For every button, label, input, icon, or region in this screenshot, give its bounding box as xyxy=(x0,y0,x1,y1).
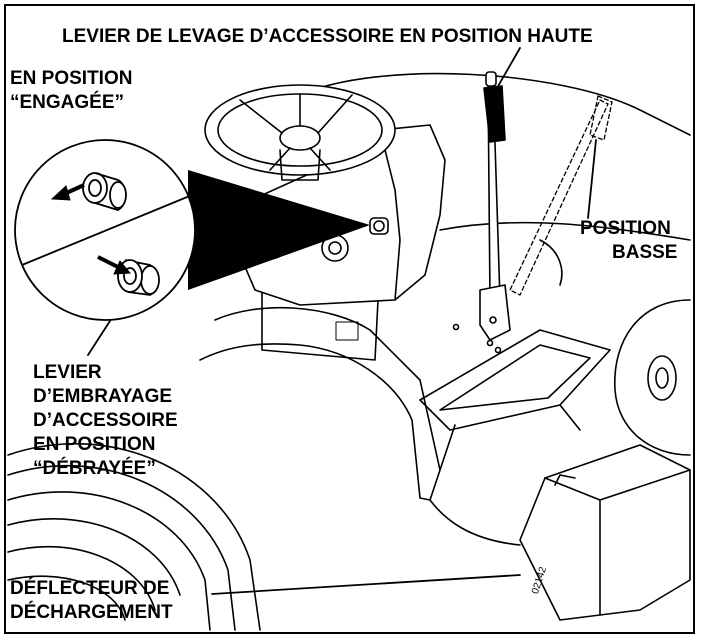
label-engaged-line1: EN POSITION xyxy=(10,68,133,89)
hood-outline xyxy=(299,72,691,136)
arrow-engaged xyxy=(50,183,85,201)
zoom-wedge xyxy=(188,170,370,290)
leader-lift xyxy=(496,47,521,89)
footrest xyxy=(419,329,611,471)
label-clutch-line4: EN POSITION xyxy=(33,434,156,455)
fender xyxy=(199,306,441,501)
lift-lever-down xyxy=(509,95,613,296)
label-clutch-line5: “DÉBRAYÉE” xyxy=(33,458,156,479)
label-clutch-line2: D’EMBRAYAGE xyxy=(33,386,173,407)
arrow-disengaged xyxy=(97,255,132,275)
label-clutch-line3: D’ACCESSOIRE xyxy=(33,410,178,431)
label-deflector-line2: DÉCHARGEMENT xyxy=(10,602,173,623)
leader-low xyxy=(587,139,597,219)
left-rear-tire xyxy=(7,442,261,631)
label-lift-lever-up: LEVIER DE LEVAGE D’ACCESSOIRE EN POSITIO… xyxy=(62,26,593,47)
label-clutch-line1: LEVIER xyxy=(33,362,102,383)
clutch-knob-engaged xyxy=(82,172,127,211)
steering-wheel xyxy=(204,84,396,181)
label-engaged-line2: “ENGAGÉE” xyxy=(10,92,125,113)
leader-deflector xyxy=(211,574,521,595)
label-low-line2: BASSE xyxy=(612,242,678,263)
right-wheel xyxy=(614,299,691,456)
discharge-deflector xyxy=(519,444,691,621)
zoom-inset xyxy=(14,139,196,321)
label-deflector-line1: DÉFLECTEUR DE xyxy=(10,578,170,599)
lift-lever-up xyxy=(452,71,511,354)
label-low-line1: POSITION xyxy=(580,218,671,239)
